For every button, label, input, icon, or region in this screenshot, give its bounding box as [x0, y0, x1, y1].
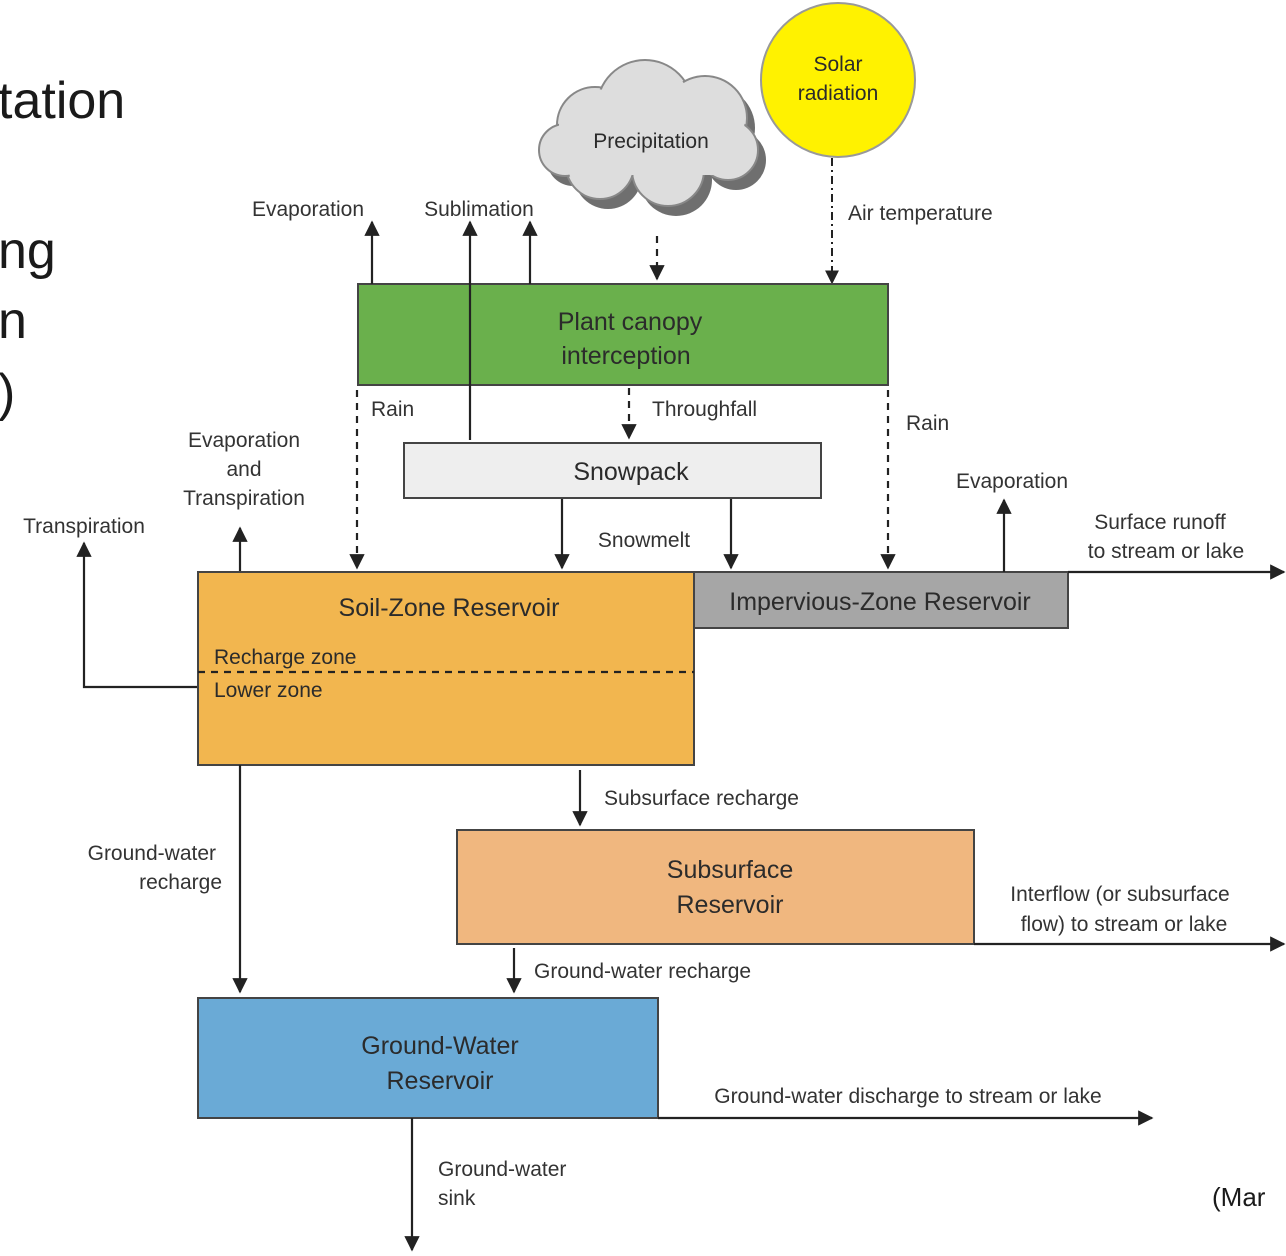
solar-label-1: Solar: [813, 53, 862, 76]
snowpack-box: [403, 442, 822, 499]
precipitation-label: Precipitation: [593, 130, 709, 153]
slide-text-line1: tation: [0, 72, 125, 130]
plant-canopy-label-1: Plant canopy: [558, 308, 703, 336]
groundwater-label-2: Reservoir: [387, 1067, 494, 1095]
throughfall-label: Throughfall: [652, 398, 757, 421]
subsurface-recharge-label: Subsurface recharge: [604, 787, 799, 810]
gw-discharge-label: Ground-water discharge to stream or lake: [714, 1085, 1102, 1108]
surface-runoff-label-1: Surface runoff: [1094, 511, 1226, 534]
slide-text-line3: n: [0, 292, 27, 350]
soil-zone-label: Soil-Zone Reservoir: [339, 594, 560, 622]
soil-zone-box: [197, 571, 695, 766]
slide-text-line2: ng: [0, 222, 56, 280]
recharge-zone-label: Recharge zone: [214, 646, 356, 669]
groundwater-label-1: Ground-Water: [361, 1032, 518, 1060]
evap-transp-label-3: Transpiration: [183, 487, 305, 510]
transpiration-arrow: [76, 541, 198, 689]
lower-zone-label: Lower zone: [214, 679, 323, 702]
slide-text-line4: ): [0, 364, 15, 422]
gw-recharge-left-label-1: Ground-water: [88, 842, 216, 865]
subsurface-label-2: Reservoir: [677, 891, 784, 919]
rain-right-label: Rain: [906, 412, 949, 435]
evap-transp-label-2: and: [226, 458, 261, 481]
rain-left-label: Rain: [371, 398, 414, 421]
interflow-label-2: flow) to stream or lake: [1021, 913, 1228, 936]
evaporation-top-label: Evaporation: [252, 198, 364, 221]
subsurface-box: [456, 829, 975, 945]
snowpack-label: Snowpack: [573, 458, 689, 486]
evaporation-right-label: Evaporation: [956, 470, 1068, 493]
gw-sink-label-2: sink: [438, 1187, 476, 1210]
snowmelt-label: Snowmelt: [598, 529, 690, 552]
impervious-zone-label: Impervious-Zone Reservoir: [729, 588, 1031, 616]
interflow-label-1: Interflow (or subsurface: [1010, 883, 1229, 906]
citation-text: (Mar: [1212, 1182, 1266, 1212]
gw-sink-label-1: Ground-water: [438, 1158, 566, 1181]
solar-label-2: radiation: [798, 82, 879, 105]
plant-canopy-box: [357, 283, 889, 386]
surface-runoff-label-2: to stream or lake: [1088, 540, 1244, 563]
plant-canopy-label-2: interception: [561, 342, 690, 370]
air-temperature-label: Air temperature: [848, 202, 993, 225]
subsurface-label-1: Subsurface: [667, 856, 793, 884]
cloud-shape: [538, 59, 766, 216]
evap-transp-label-1: Evaporation: [188, 429, 300, 452]
transpiration-label: Transpiration: [23, 515, 145, 538]
gw-recharge-left-label-2: recharge: [139, 871, 222, 894]
gw-recharge-mid-label: Ground-water recharge: [534, 960, 751, 983]
sun-shape: [760, 2, 916, 158]
impervious-zone-box: [693, 571, 1069, 629]
groundwater-box: [197, 997, 659, 1119]
sublimation-label: Sublimation: [424, 198, 534, 221]
